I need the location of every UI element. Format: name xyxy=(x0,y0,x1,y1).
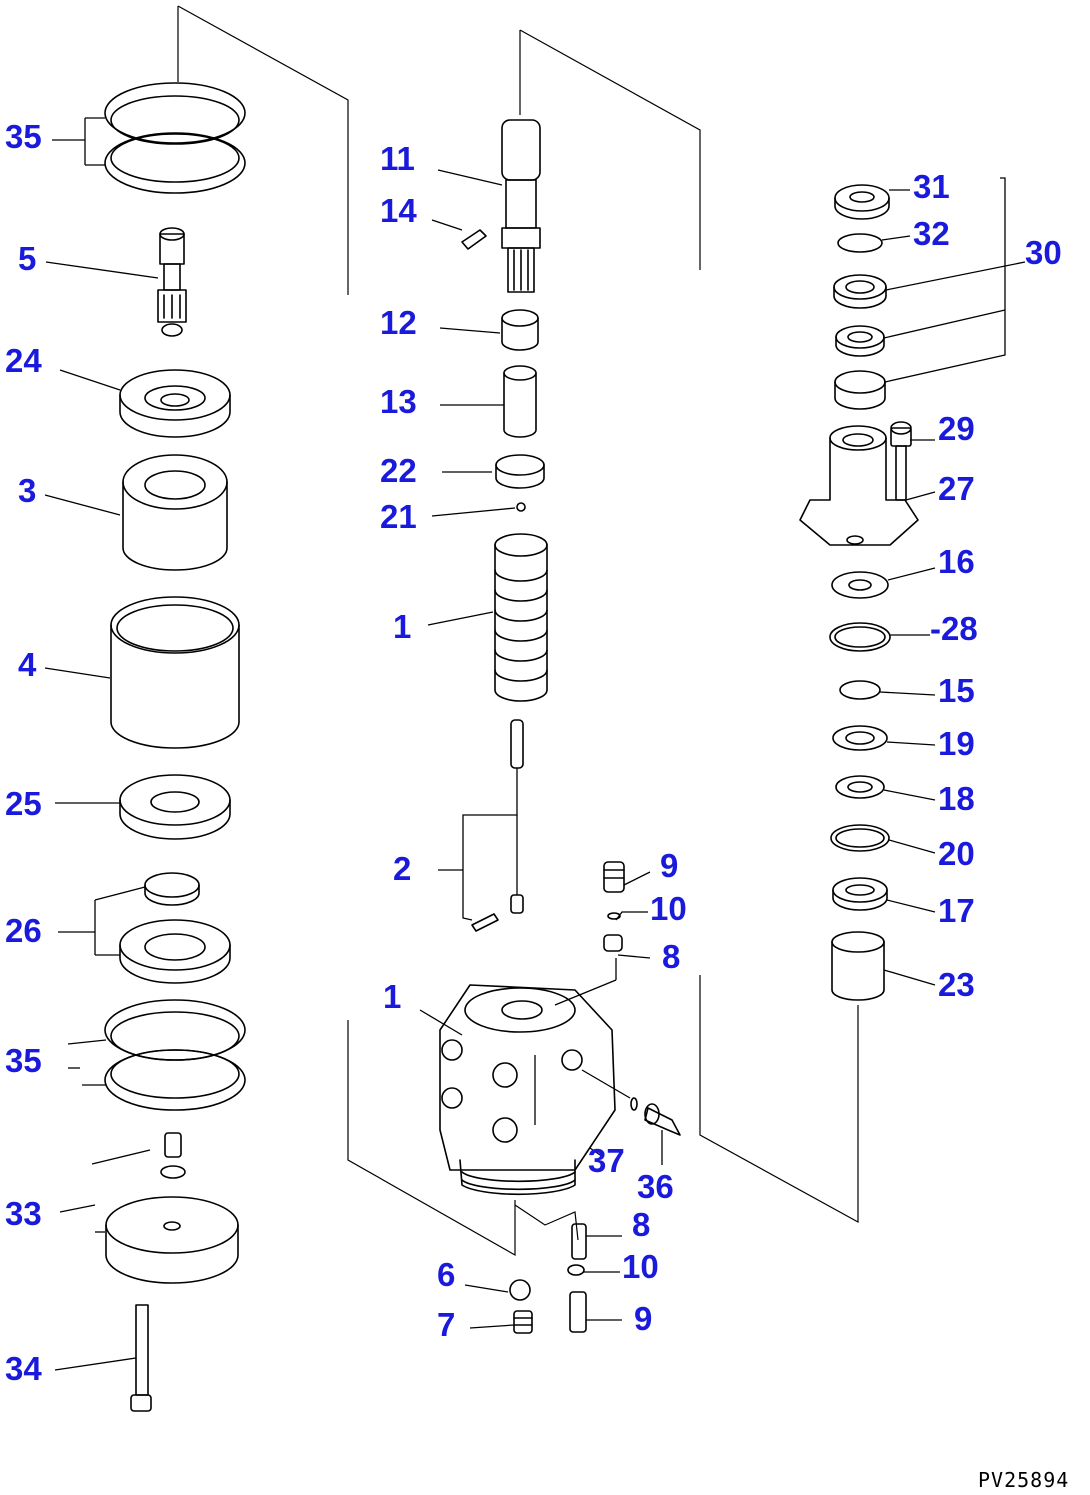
part-32-snap-ring xyxy=(837,233,883,253)
part-22-snap-ring xyxy=(495,454,545,489)
callout-14: 14 xyxy=(380,192,417,229)
part-3-gerotor-housing xyxy=(122,454,228,571)
callout-33: 33 xyxy=(5,1195,42,1232)
callout-28: -28 xyxy=(930,610,978,647)
part-16-washer xyxy=(831,571,889,599)
part-30-bushing xyxy=(834,370,886,410)
part-28-o-ring xyxy=(829,622,891,652)
part-23-bushing xyxy=(831,931,885,1001)
part-18-bearing xyxy=(835,775,885,799)
callout-9-bottom: 9 xyxy=(634,1300,652,1337)
callout-2: 2 xyxy=(393,850,411,887)
document-id: PV25894 xyxy=(978,1468,1069,1492)
callout-18: 18 xyxy=(938,780,975,817)
part-25-spacer-plate xyxy=(119,774,231,840)
part-37-o-ring xyxy=(630,1097,638,1111)
callout-35-bottom: 35 xyxy=(5,1042,42,1079)
callout-11: 11 xyxy=(380,140,415,177)
part-4-sleeve xyxy=(110,596,240,749)
callout-10-bottom: 10 xyxy=(622,1248,659,1285)
part-33-end-cap xyxy=(105,1132,239,1284)
part-2-pins xyxy=(471,719,524,932)
callout-37: 37 xyxy=(588,1142,625,1179)
callout-16: 16 xyxy=(938,543,975,580)
callout-26: 26 xyxy=(5,912,42,949)
leader-lines xyxy=(44,117,1026,1371)
part-21-ball xyxy=(516,502,526,512)
callout-27: 27 xyxy=(938,470,975,507)
callout-22: 22 xyxy=(380,452,417,489)
callout-21: 21 xyxy=(380,498,417,535)
part-8-10-9-check-valve-bottom xyxy=(567,1223,587,1333)
callout-labels: 35 5 24 3 4 25 26 35 33 34 11 14 12 13 2… xyxy=(5,118,1062,1387)
part-9-8-10-check-valve-top xyxy=(603,861,625,952)
callout-13: 13 xyxy=(380,383,417,420)
callout-4: 4 xyxy=(18,646,37,683)
part-24-valve-plate xyxy=(119,369,231,438)
part-34-bolt xyxy=(130,1304,152,1412)
part-1-valve-housing xyxy=(439,984,616,1196)
callout-8-bottom: 8 xyxy=(632,1206,650,1243)
part-6-ball xyxy=(509,1279,531,1301)
assembly-frame-lines xyxy=(177,5,859,1257)
part-14-cross-pin xyxy=(461,229,487,250)
callout-23: 23 xyxy=(938,966,975,1003)
part-13-sleeve-bush xyxy=(503,365,537,438)
part-19-bearing-race xyxy=(832,725,888,751)
callout-12: 12 xyxy=(380,304,417,341)
part-20-o-ring xyxy=(830,824,890,852)
callout-6: 6 xyxy=(437,1256,455,1293)
part-12-spool-ring xyxy=(501,309,539,351)
part-30-seal-b xyxy=(835,325,885,357)
callout-10-top: 10 xyxy=(650,890,687,927)
callout-24: 24 xyxy=(5,342,42,379)
part-17-washer xyxy=(832,877,888,911)
part-30-seal-a xyxy=(833,274,887,309)
part-1-valve-spool xyxy=(494,533,548,702)
part-26-gerotor-set xyxy=(119,872,231,984)
callout-34: 34 xyxy=(5,1350,42,1387)
part-35-seal-rings-bottom xyxy=(104,999,246,1111)
callout-31: 31 xyxy=(913,168,950,205)
callout-17: 17 xyxy=(938,892,975,929)
callout-25: 25 xyxy=(5,785,42,822)
callout-35-top: 35 xyxy=(5,118,42,155)
part-11-input-shaft xyxy=(501,119,541,293)
part-27-cover xyxy=(799,425,919,546)
part-35-seal-rings-top xyxy=(104,82,246,194)
part-36-plug xyxy=(644,1103,681,1136)
callout-36: 36 xyxy=(637,1168,674,1205)
callout-7: 7 xyxy=(437,1306,455,1343)
callout-15: 15 xyxy=(938,672,975,709)
part-29-bolt xyxy=(890,421,912,501)
part-5-drive-shaft xyxy=(157,227,187,337)
callout-30: 30 xyxy=(1025,234,1062,271)
callout-9-top: 9 xyxy=(660,847,678,884)
callout-1-housing: 1 xyxy=(383,978,401,1015)
callout-20: 20 xyxy=(938,835,975,872)
callout-8-top: 8 xyxy=(662,938,680,975)
part-15-snap-ring xyxy=(839,680,881,700)
callout-5: 5 xyxy=(18,240,36,277)
part-31-nut xyxy=(834,184,890,220)
callout-19: 19 xyxy=(938,725,975,762)
callout-3: 3 xyxy=(18,472,36,509)
part-7-spring xyxy=(513,1310,533,1334)
callout-29: 29 xyxy=(938,410,975,447)
callout-32: 32 xyxy=(913,215,950,252)
callout-1-spool: 1 xyxy=(393,608,411,645)
